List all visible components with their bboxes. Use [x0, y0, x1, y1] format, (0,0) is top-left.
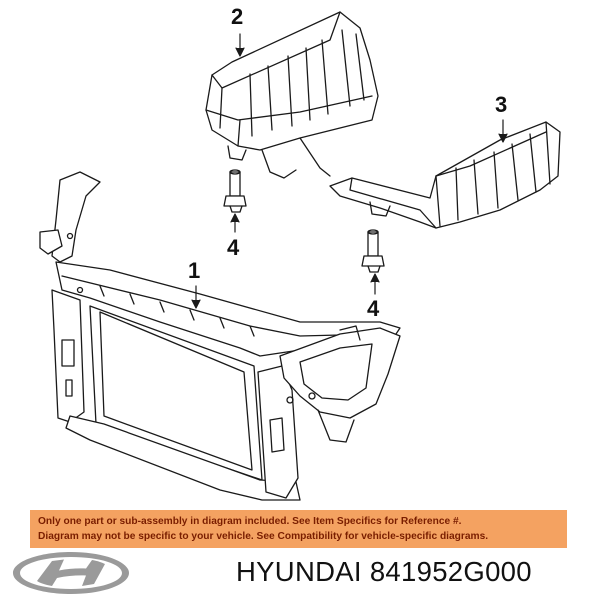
disclaimer-line-1: Only one part or sub-assembly in diagram…	[38, 516, 462, 527]
leader-lines	[191, 33, 508, 309]
callout-number-3: 3	[495, 92, 508, 117]
bolt-left	[223, 169, 247, 213]
callout-number-1: 1	[188, 258, 201, 283]
callout-number-2: 2	[231, 4, 244, 29]
parts-diagram	[39, 11, 561, 501]
disclaimer-line-2: Diagram may not be specific to your vehi…	[38, 531, 489, 542]
callout-number-4-left: 4	[227, 235, 240, 260]
brand-name: HYUNDAI	[236, 556, 362, 587]
diagram-disclaimer-banner: Only one part or sub-assembly in diagram…	[30, 510, 567, 548]
radiator-support-frame	[39, 171, 401, 501]
part-label: HYUNDAI 841952G000	[236, 556, 532, 588]
bolt-right	[361, 229, 385, 273]
hyundai-logo-icon	[13, 552, 129, 594]
upper-splash-shield	[205, 11, 379, 179]
right-splash-shield	[329, 121, 561, 229]
callout-number-4-right: 4	[367, 296, 380, 321]
part-number: 841952G000	[369, 556, 532, 587]
